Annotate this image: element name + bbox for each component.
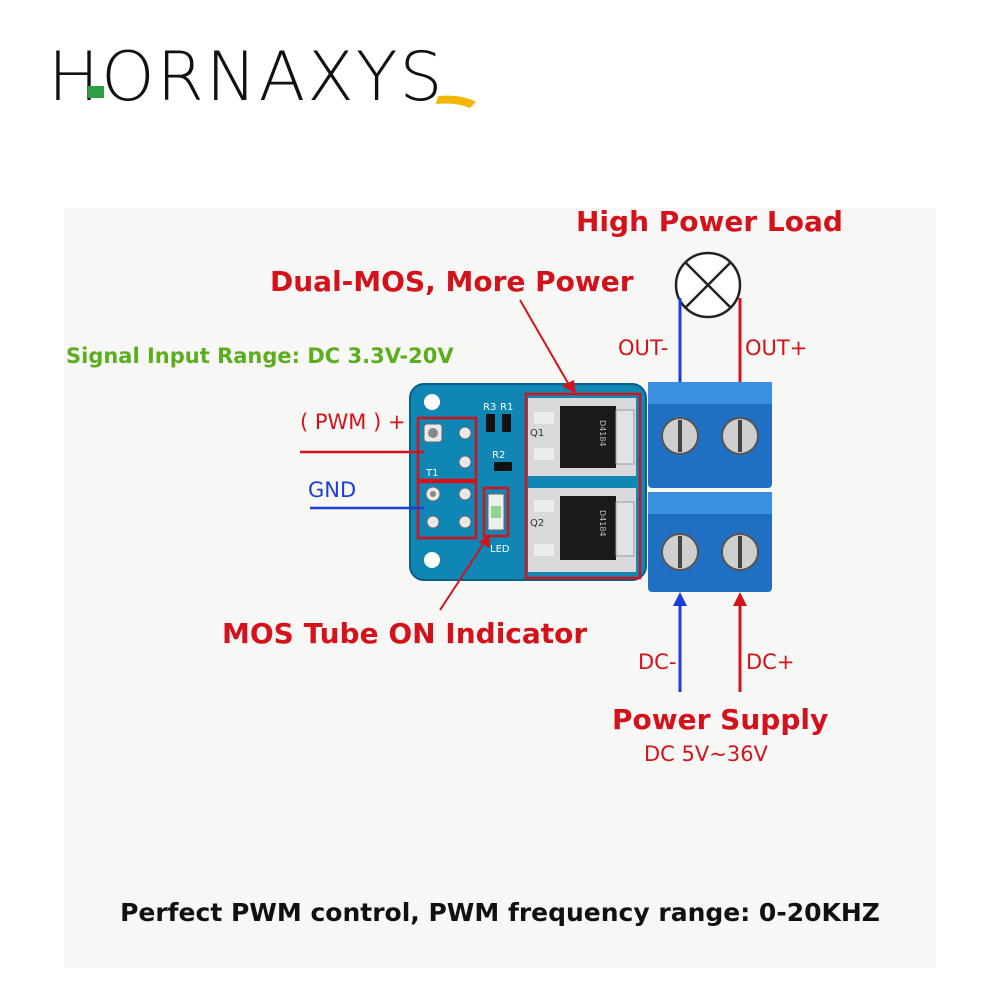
background-panel — [64, 208, 936, 968]
silk-q1: Q1 — [530, 428, 544, 439]
silk-q2: Q2 — [530, 518, 544, 529]
pwm-label: ( PWM ) + — [300, 410, 406, 434]
dc-plus-arrowhead — [733, 592, 747, 606]
dc-minus-label: DC- — [638, 650, 677, 674]
resistor-r1 — [502, 414, 511, 432]
led-callout-box — [482, 486, 510, 538]
dc-plus-label: DC+ — [746, 650, 795, 674]
gnd-label: GND — [308, 478, 357, 502]
load-label: High Power Load — [576, 205, 843, 238]
indicator-arrow — [439, 539, 487, 611]
pin-header — [423, 423, 472, 529]
pcb-board — [409, 383, 647, 581]
silk-t1: T1 — [425, 468, 438, 479]
dual-mos-label: Dual-MOS, More Power — [270, 265, 634, 298]
indicator-arrowhead — [479, 534, 490, 548]
mosfet-callout-box — [524, 392, 642, 580]
power-supply-label: Power Supply — [612, 703, 829, 736]
dual-mos-arrowhead — [562, 380, 576, 394]
resistor-r2 — [494, 462, 512, 471]
indicator-label: MOS Tube ON Indicator — [222, 617, 588, 650]
signal-range-label: Signal Input Range: DC 3.3V-20V — [66, 344, 454, 368]
silk-led: LED — [490, 544, 510, 555]
chip-code-q2: D4184 — [598, 510, 607, 537]
output-terminal-block — [648, 382, 772, 488]
input-terminal-block — [648, 492, 772, 592]
resistor-r3 — [486, 414, 495, 432]
supply-range-label: DC 5V~36V — [644, 742, 768, 766]
out-minus-label: OUT- — [618, 336, 669, 360]
dual-mos-arrow — [519, 299, 573, 391]
silk-r1: R1 — [500, 402, 513, 413]
mosfet-q2 — [528, 488, 636, 572]
silk-r3: R3 — [483, 402, 496, 413]
brand-logo: HORNAXYS — [48, 44, 445, 112]
silk-r2: R2 — [492, 450, 505, 461]
footer-caption: Perfect PWM control, PWM frequency range… — [120, 898, 880, 927]
out-plus-label: OUT+ — [745, 336, 808, 360]
mosfet-q1 — [528, 398, 636, 476]
dc-minus-arrowhead — [673, 592, 687, 606]
pwm-pin-callout-box — [416, 416, 478, 484]
mounting-hole — [424, 552, 440, 568]
mounting-hole — [424, 394, 440, 410]
brand-logo-text: HORNAXYS — [48, 38, 445, 117]
lamp-symbol — [674, 251, 742, 319]
chip-code-q1: D4184 — [598, 420, 607, 447]
